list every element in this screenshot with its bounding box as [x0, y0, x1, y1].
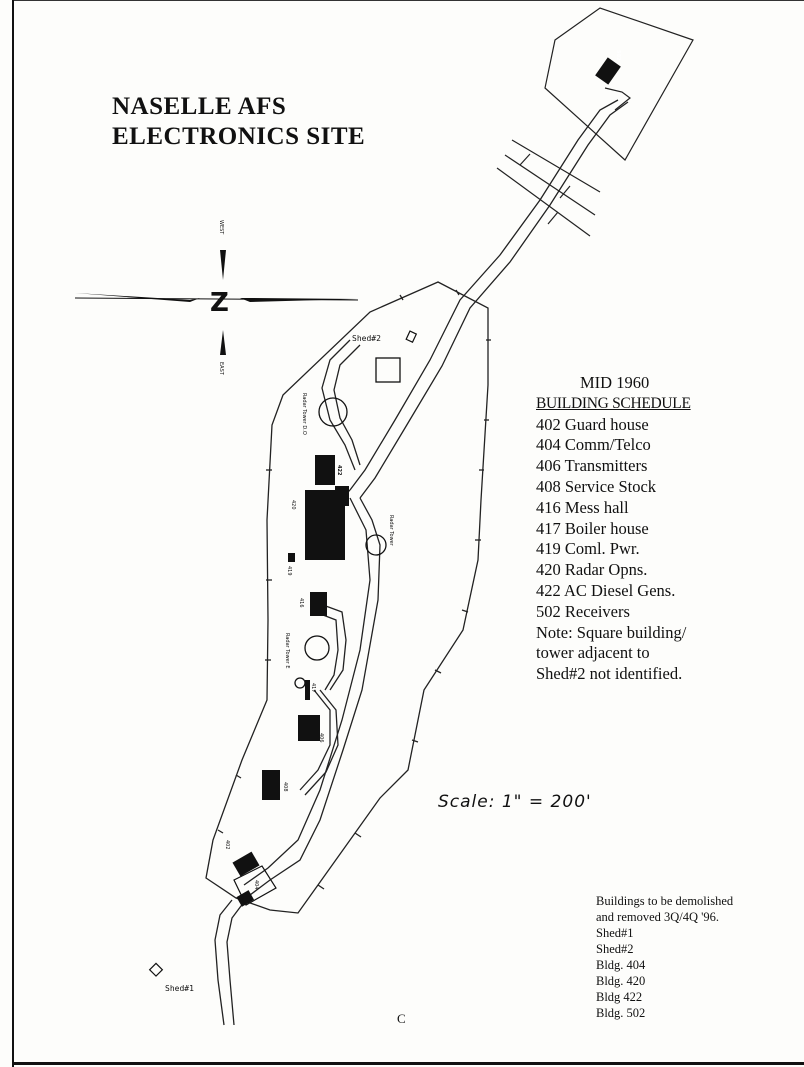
- demolition-line: and removed 3Q/4Q '96.: [596, 910, 720, 924]
- schedule-entry: 417 Boiler house: [536, 518, 649, 538]
- fence-crossing: [496, 139, 601, 237]
- shed-2: Shed#2: [352, 330, 418, 383]
- bldg-502: [595, 57, 621, 85]
- radar-tower-north: [318, 397, 348, 427]
- schedule-entry: 408 Service Stock: [536, 476, 657, 496]
- map-title-line1: NASELLE AFS: [112, 93, 287, 120]
- page-border-left: [12, 0, 14, 1067]
- bldg-416: [310, 592, 327, 616]
- schedule-note-line: Shed#2 not identified.: [536, 664, 683, 684]
- fence-posts: [217, 289, 491, 890]
- schedule-entry: 422 AC Diesel Gens.: [536, 580, 676, 600]
- bldg-420-wing: [335, 486, 349, 506]
- schedule-entry: 416 Mess hall: [536, 497, 629, 517]
- schedule-entry: 406 Transmitters: [536, 456, 648, 476]
- schedule-entry: 402 Guard house: [536, 414, 649, 434]
- compass-arrow-west: [75, 293, 200, 302]
- radar-tower-label-c: Radar Tower E: [284, 633, 290, 669]
- compass-axis-h: [74, 297, 359, 301]
- demolition-line: Shed#1: [596, 926, 634, 940]
- compass-center-letter: Z: [210, 288, 229, 318]
- access-road: [214, 99, 629, 1026]
- gate-outline: [233, 865, 277, 906]
- receiver-compound-fence: [544, 7, 694, 161]
- compass-label-top: WEST: [218, 220, 224, 235]
- bldg-406: [298, 715, 320, 741]
- bldg-402-label: 402: [224, 840, 230, 850]
- schedule-heading: BUILDING SCHEDULE: [536, 394, 691, 412]
- page-border-bottom: [12, 1062, 804, 1065]
- schedule-entry: 419 Coml. Pwr.: [536, 539, 640, 559]
- bldg-406-label: 406: [318, 733, 324, 743]
- bldg-420-label: 420: [290, 500, 296, 510]
- compass-label-bottom: EAST: [218, 362, 224, 376]
- bldg-502-label: 502: [615, 50, 621, 61]
- page-mark: C: [397, 1011, 406, 1026]
- map-scale: Scale: 1" = 200': [438, 792, 592, 812]
- shed-2-label: Shed#2: [352, 334, 381, 343]
- receiver-compound: 502: [544, 7, 694, 161]
- shed-2-marker: [405, 330, 418, 344]
- compass-rose: Z WEST EAST: [74, 220, 359, 376]
- radar-tower-south: [304, 635, 330, 661]
- unidentified-square-building: [375, 357, 401, 383]
- radar-tower-middle: [365, 534, 387, 556]
- compass-arrow-north: [220, 250, 226, 280]
- radar-tower-small: [294, 677, 306, 689]
- building-schedule: MID 1960 BUILDING SCHEDULE 402 Guard hou…: [536, 373, 691, 685]
- radar-tower-label-b: Radar Tower: [388, 515, 394, 547]
- demolition-line: Shed#2: [596, 942, 634, 956]
- bldg-419-label: 419: [286, 566, 292, 576]
- bldg-408-label: 408: [282, 782, 288, 792]
- site-perimeter-fence: [205, 281, 489, 914]
- page-border-top: [12, 0, 804, 1]
- demolition-line: Bldg 422: [596, 990, 643, 1004]
- radar-tower-label-a: Radar Tower D.O: [301, 393, 307, 435]
- schedule-note-line: Note: Square building/: [536, 622, 687, 642]
- schedule-entry: 404 Comm/Telco: [536, 435, 651, 455]
- schedule-entry: 502 Receivers: [536, 601, 630, 621]
- bldg-422-label: 422: [336, 465, 342, 476]
- bldg-402: [232, 851, 260, 877]
- bldg-417-label: 417: [310, 683, 316, 693]
- schedule-entry: 420 Radar Opns.: [536, 560, 648, 580]
- bldg-404: [236, 890, 255, 907]
- receiver-compound-drive: [604, 87, 631, 111]
- shed-1-label: Shed#1: [165, 984, 194, 993]
- bldg-422: [315, 455, 335, 485]
- demolition-line: Bldg. 502: [596, 1006, 646, 1020]
- demolition-line: Bldg. 404: [596, 958, 646, 972]
- demolition-line: Buildings to be demolished: [596, 894, 734, 908]
- demolition-list: Buildings to be demolished and removed 3…: [596, 893, 733, 1021]
- compass-arrow-south: [220, 330, 226, 355]
- bldg-404-label: 404: [253, 880, 259, 890]
- buildings: 422 420 419 416 417 406 408 402 404: [224, 455, 349, 907]
- schedule-note-line: tower adjacent to: [536, 643, 650, 663]
- shed-1: Shed#1: [148, 962, 194, 993]
- bldg-419: [288, 553, 295, 562]
- schedule-year: MID 1960: [580, 373, 650, 392]
- map-title-line2: ELECTRONICS SITE: [112, 123, 366, 150]
- demolition-line: Bldg. 420: [596, 974, 646, 988]
- shed-1-marker: [148, 962, 164, 977]
- bldg-408: [262, 770, 280, 800]
- bldg-416-label: 416: [298, 598, 304, 608]
- map-title: NASELLE AFS ELECTRONICS SITE: [112, 92, 365, 152]
- bldg-417: [305, 680, 310, 700]
